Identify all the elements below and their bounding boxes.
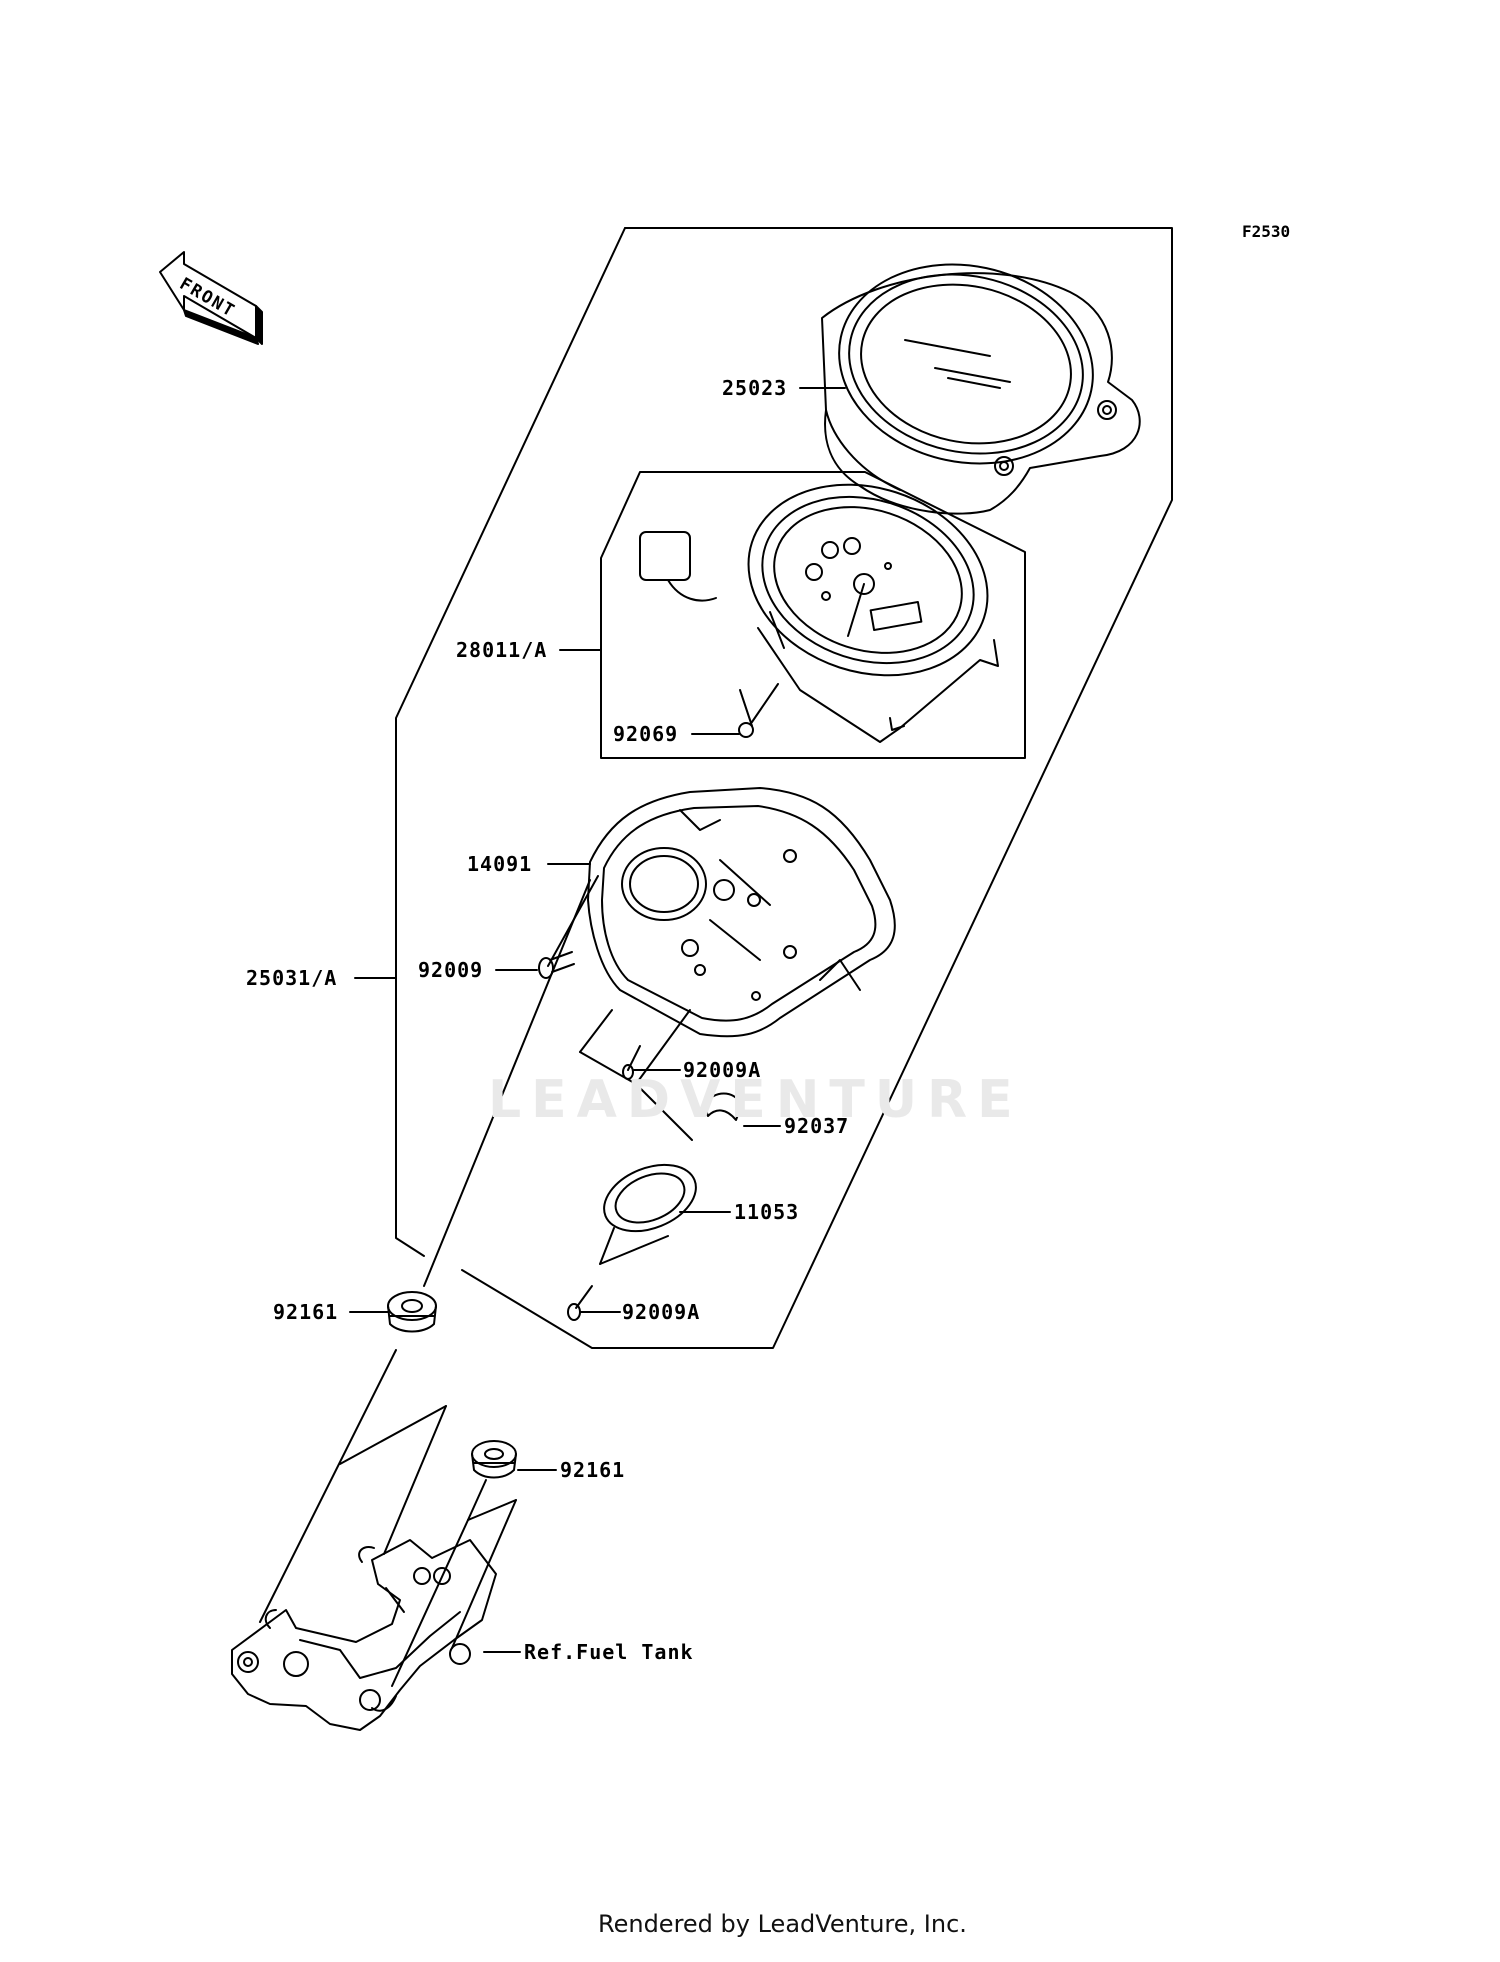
guide-line bbox=[467, 1479, 487, 1521]
front-arrow-icon bbox=[159, 251, 263, 345]
guide-line bbox=[259, 1349, 397, 1623]
guide-line bbox=[423, 879, 591, 1287]
clip-92037 bbox=[703, 1092, 743, 1121]
guide-line bbox=[635, 1083, 693, 1141]
part-label-11053: 11053 bbox=[734, 1200, 800, 1224]
guide-line bbox=[635, 1009, 691, 1085]
guide-line bbox=[599, 1235, 669, 1265]
guide-line bbox=[383, 1405, 447, 1555]
grommet-92161-lower bbox=[471, 1440, 517, 1479]
assembly-outline-line bbox=[461, 227, 1173, 1349]
gasket-11053 bbox=[603, 1163, 697, 1233]
footer-credit: Rendered by LeadVenture, Inc. bbox=[598, 1910, 967, 1938]
meter-case bbox=[587, 787, 896, 1038]
part-label-25031A: 25031/A bbox=[246, 966, 338, 990]
meter-cover bbox=[821, 263, 1141, 515]
guide-line bbox=[579, 1009, 613, 1053]
part-label-92009: 92009 bbox=[418, 958, 484, 982]
part-label-28011A: 28011/A bbox=[456, 638, 548, 662]
screw-92069 bbox=[738, 683, 779, 738]
guide-line bbox=[339, 1405, 447, 1465]
screw-92009A-upper bbox=[622, 1045, 641, 1080]
guide-line bbox=[451, 1499, 517, 1649]
bracket-fuel-tank bbox=[231, 1539, 497, 1731]
figure-id: F2530 bbox=[1242, 222, 1291, 241]
part-label-25023: 25023 bbox=[722, 376, 788, 400]
guide-line bbox=[599, 1227, 615, 1265]
part-label-92161-upper: 92161 bbox=[273, 1300, 339, 1324]
part-label-92069: 92069 bbox=[613, 722, 679, 746]
watermark: LEADVENTURE bbox=[488, 1070, 1023, 1130]
grommet-92161-upper bbox=[387, 1291, 437, 1333]
part-label-14091: 14091 bbox=[467, 852, 533, 876]
part-label-92009A-upper: 92009A bbox=[683, 1058, 762, 1082]
screw-92009A-lower bbox=[567, 1285, 593, 1321]
part-label-92161-lower: 92161 bbox=[560, 1458, 626, 1482]
meter-assembly bbox=[639, 483, 999, 743]
subassembly-box bbox=[600, 471, 1026, 759]
part-label-92037: 92037 bbox=[784, 1114, 850, 1138]
guide-line bbox=[467, 1499, 517, 1521]
part-label-92009A-lower: 92009A bbox=[622, 1300, 701, 1324]
screw-92009 bbox=[538, 875, 599, 979]
ref-fuel-tank-label: Ref.Fuel Tank bbox=[524, 1640, 694, 1664]
